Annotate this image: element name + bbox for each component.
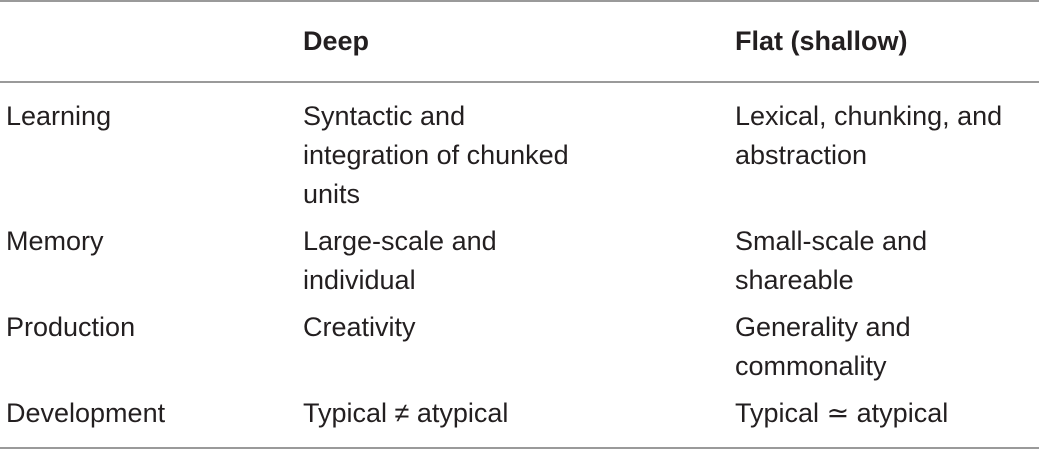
- header-flat: Flat (shallow): [735, 26, 908, 56]
- cell-text: Creativity: [303, 312, 416, 342]
- cell-memory-deep: Large-scale and individual: [303, 218, 735, 304]
- cell-memory-flat: Small-scale and shareable: [735, 218, 1039, 304]
- row-label-development: Development: [6, 398, 166, 428]
- header-deep: Deep: [303, 26, 370, 56]
- cell-text: Typical ≃ atypical: [735, 398, 949, 428]
- table-row: Learning Syntactic and integration of ch…: [0, 82, 1039, 218]
- cell-text: Typical ≠ atypical: [303, 398, 509, 428]
- table-header-row: Deep Flat (shallow): [0, 1, 1039, 82]
- cell-development-flat: Typical ≃ atypical: [735, 390, 1039, 448]
- row-label-memory: Memory: [6, 226, 104, 256]
- cell-learning-flat: Lexical, chunking, and abstraction: [735, 82, 1039, 218]
- table-row: Development Typical ≠ atypical Typical ≃…: [0, 390, 1039, 448]
- row-label-learning: Learning: [6, 101, 112, 131]
- table-row: Memory Large-scale and individual Small-…: [0, 218, 1039, 304]
- cell-text: Small-scale and shareable: [735, 226, 928, 295]
- cell-learning-deep: Syntactic and integration of chunked uni…: [303, 82, 735, 218]
- cell-text: Lexical, chunking, and abstraction: [735, 101, 1003, 170]
- header-empty: [0, 1, 303, 82]
- cell-text: Generality and commonality: [735, 312, 911, 381]
- cell-development-deep: Typical ≠ atypical: [303, 390, 735, 448]
- cell-production-flat: Generality and commonality: [735, 304, 1039, 390]
- cell-text: Large-scale and individual: [303, 226, 497, 295]
- table-row: Production Creativity Generality and com…: [0, 304, 1039, 390]
- cell-production-deep: Creativity: [303, 304, 735, 390]
- row-label-production: Production: [6, 312, 136, 342]
- cell-text: Syntactic and integration of chunked uni…: [303, 101, 569, 209]
